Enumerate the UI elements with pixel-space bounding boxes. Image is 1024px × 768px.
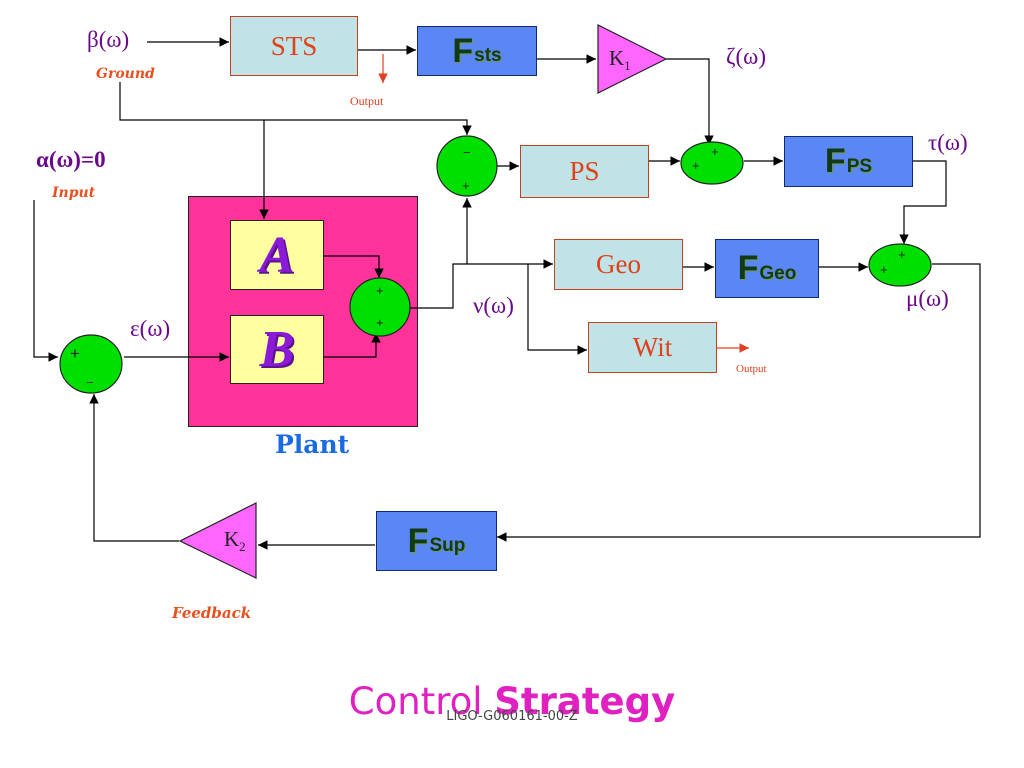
- signal-tau: τ(ω): [928, 130, 968, 155]
- f-sts-main: F: [452, 31, 474, 70]
- f-sup-main: F: [407, 521, 429, 560]
- plant-b-letter: B: [259, 321, 295, 378]
- title-part2: Strategy: [494, 680, 676, 723]
- wire-ground-bus: [119, 82, 472, 135]
- f-ps-main: F: [824, 142, 846, 180]
- sign-tau-plus-top: +: [711, 144, 719, 159]
- signal-zeta: ζ(ω): [726, 44, 766, 69]
- gain-k1-shape: [597, 24, 668, 94]
- summer-tau: [680, 141, 744, 185]
- gain-k2: K2: [224, 527, 246, 555]
- title-part1: Control: [348, 680, 495, 723]
- geo-label: Geo: [596, 249, 641, 279]
- gain-k2-sub: 2: [239, 539, 246, 555]
- plant-a-block: A: [230, 220, 324, 290]
- feedback-label: Feedback: [172, 604, 252, 622]
- gain-k1: K1: [609, 46, 631, 74]
- wire-alpha-sum: [33, 200, 58, 362]
- sign-plant-plus-top: +: [376, 283, 384, 298]
- gain-k1-main: K: [609, 46, 625, 70]
- plant-b-block: B: [230, 315, 324, 384]
- signal-nu: ν(ω): [473, 293, 514, 318]
- sts-block: STS: [230, 16, 358, 76]
- sign-plant-plus-bottom: +: [376, 315, 384, 330]
- sign-ps-plus: +: [462, 178, 470, 193]
- ps-label: PS: [569, 156, 600, 186]
- wire-fps-sum: [899, 160, 947, 244]
- sign-mu-plus-top: +: [898, 247, 906, 262]
- signal-epsilon: ε(ω): [130, 316, 171, 341]
- summer-ps: [436, 135, 498, 197]
- summer-mu: [868, 243, 932, 287]
- sts-label: STS: [270, 30, 318, 61]
- f-geo-main: F: [737, 249, 759, 287]
- f-geo-sub: Geo: [759, 262, 797, 284]
- ps-block: PS: [520, 145, 649, 198]
- sign-ps-minus: −: [463, 145, 471, 160]
- wire-k1-sum: [666, 58, 714, 145]
- f-sts-sub: sts: [474, 45, 502, 66]
- summer-error: [59, 334, 123, 394]
- wire-feedback-loop: [497, 263, 981, 542]
- gain-k2-shape: [178, 502, 257, 579]
- f-ps-sub: PS: [846, 155, 873, 177]
- f-sup-sub: Sup: [429, 535, 466, 556]
- sts-output-label: Output: [350, 94, 384, 108]
- gain-k2-main: K: [224, 527, 240, 551]
- wit-output-label: Output: [736, 363, 767, 375]
- slide-title: Control Strategy: [0, 680, 1024, 723]
- signal-alpha: α(ω)=0: [36, 147, 106, 172]
- wire-plant-out: [410, 263, 513, 309]
- ground-label: Ground: [96, 66, 155, 82]
- sign-mu-plus-left: +: [880, 262, 888, 277]
- footer-doc-id: LIGO-G060161-00-Z: [446, 709, 578, 724]
- wit-label: Wit: [632, 332, 673, 362]
- plant-a-letter: A: [259, 226, 295, 284]
- sign-tau-plus-left: +: [692, 158, 700, 173]
- gain-k1-sub: 1: [624, 58, 631, 74]
- input-label: Input: [52, 185, 96, 201]
- plant-label: Plant: [275, 430, 350, 459]
- signal-mu: μ(ω): [906, 286, 949, 311]
- sign-error-minus: −: [86, 375, 94, 390]
- sign-error-plus: +: [70, 344, 80, 363]
- wire-k2-sum: [89, 394, 179, 542]
- wit-block: Wit: [588, 322, 717, 373]
- wire-out-wit: [527, 264, 587, 355]
- signal-beta: β(ω): [87, 27, 130, 52]
- geo-block: Geo: [554, 239, 683, 290]
